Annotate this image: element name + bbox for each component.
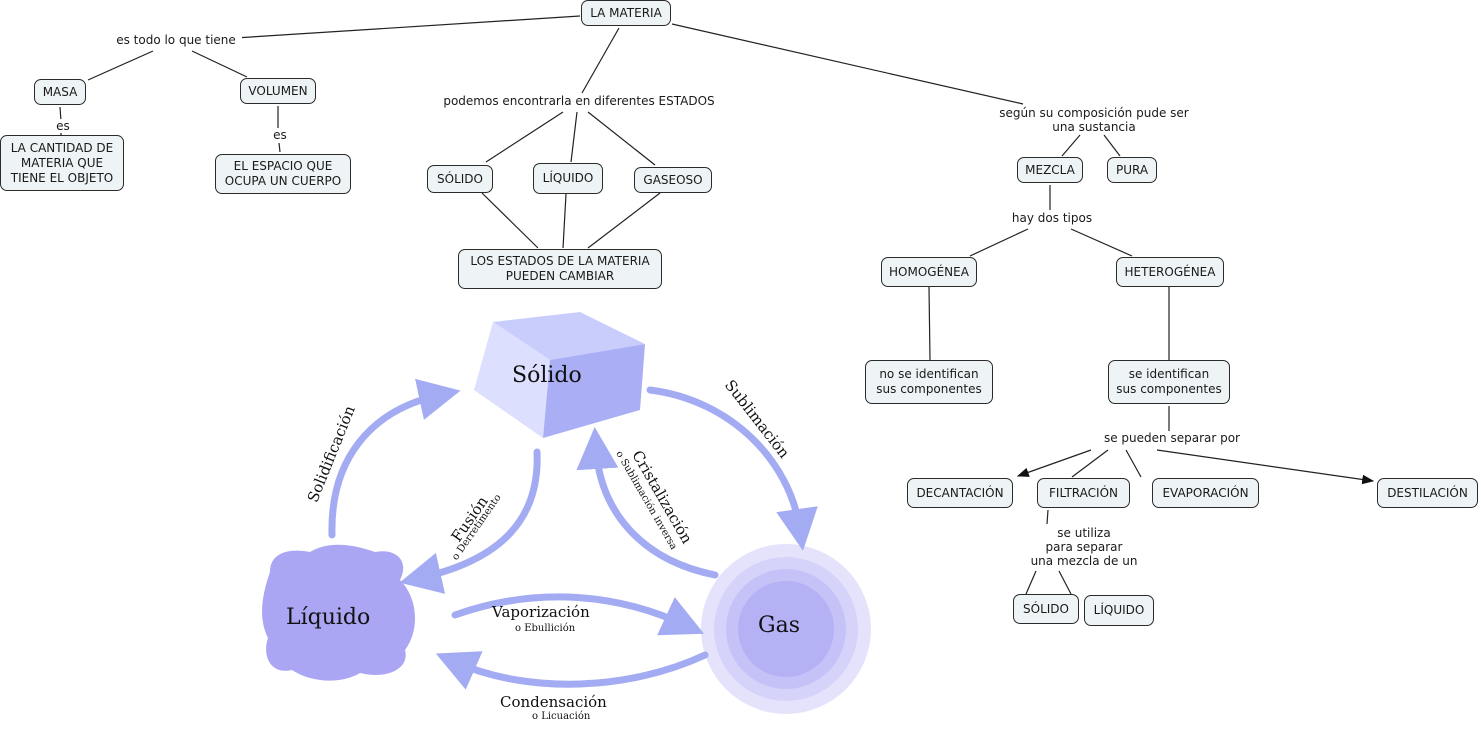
node-solido[interactable]: SÓLIDO bbox=[427, 165, 493, 193]
link-composicion: según su composición pude ser una sustan… bbox=[992, 106, 1196, 134]
label-solido: Sólido bbox=[512, 363, 582, 388]
liquid-blob bbox=[262, 544, 416, 681]
node-masa-definicion[interactable]: LA CANTIDAD DE MATERIA QUE TIENE EL OBJE… bbox=[0, 135, 124, 191]
node-heterogenea-definicion[interactable]: se identifican sus componentes bbox=[1108, 360, 1230, 404]
node-liquido[interactable]: LÍQUIDO bbox=[533, 163, 603, 194]
node-decantacion[interactable]: DECANTACIÓN bbox=[907, 478, 1013, 508]
node-liquido-mezcla[interactable]: LÍQUIDO bbox=[1084, 595, 1154, 626]
link-separar: se pueden separar por bbox=[1097, 431, 1247, 445]
label-liquido: Líquido bbox=[286, 605, 371, 630]
label-gas: Gas bbox=[758, 613, 800, 638]
link-tiene: es todo lo que tiene bbox=[110, 33, 242, 47]
label-condensacion-sub: o Licuación bbox=[532, 711, 591, 722]
node-homogenea[interactable]: HOMOGÉNEA bbox=[881, 257, 977, 287]
node-estados-cambian[interactable]: LOS ESTADOS DE LA MATERIA PUEDEN CAMBIAR bbox=[458, 249, 662, 289]
label-vaporizacion: Vaporización bbox=[492, 603, 590, 621]
link-es-volumen: es bbox=[267, 128, 293, 142]
cristalizacion-arrow bbox=[576, 427, 719, 579]
sublimacion-arrow bbox=[646, 386, 818, 551]
node-volumen[interactable]: VOLUMEN bbox=[240, 78, 316, 104]
solidificacion-arrow bbox=[328, 378, 461, 539]
node-heterogenea[interactable]: HETEROGÉNEA bbox=[1116, 257, 1224, 287]
node-mezcla[interactable]: MEZCLA bbox=[1017, 157, 1083, 183]
solid-cube-top bbox=[493, 312, 645, 360]
node-pura[interactable]: PURA bbox=[1107, 157, 1157, 183]
node-solido-mezcla[interactable]: SÓLIDO bbox=[1013, 594, 1079, 624]
node-gaseoso[interactable]: GASEOSO bbox=[634, 167, 712, 193]
label-vaporizacion-sub: o Ebullición bbox=[515, 623, 576, 634]
node-la-materia[interactable]: LA MATERIA bbox=[581, 0, 671, 26]
solid-cube-front bbox=[474, 322, 550, 438]
node-evaporacion[interactable]: EVAPORACIÓN bbox=[1152, 478, 1259, 508]
condensacion-arrow bbox=[435, 651, 709, 690]
link-tipos: hay dos tipos bbox=[1007, 211, 1097, 225]
gas-orb bbox=[738, 581, 834, 677]
states-illustration bbox=[262, 312, 871, 714]
fusion-arrow bbox=[399, 448, 541, 594]
node-destilacion[interactable]: DESTILACIÓN bbox=[1377, 478, 1478, 508]
link-es-masa: es bbox=[50, 119, 76, 133]
node-filtracion[interactable]: FILTRACIÓN bbox=[1037, 478, 1130, 508]
node-volumen-definicion[interactable]: EL ESPACIO QUE OCUPA UN CUERPO bbox=[215, 154, 351, 194]
label-condensacion: Condensación bbox=[500, 693, 607, 711]
link-estados: podemos encontrarla en diferentes ESTADO… bbox=[437, 94, 721, 108]
vaporizacion-arrow bbox=[451, 593, 705, 636]
link-utiliza: se utiliza para separar una mezcla de un bbox=[1024, 526, 1144, 568]
node-homogenea-definicion[interactable]: no se identifican sus componentes bbox=[865, 360, 993, 404]
solid-cube-side bbox=[543, 344, 645, 438]
node-masa[interactable]: MASA bbox=[34, 79, 86, 105]
